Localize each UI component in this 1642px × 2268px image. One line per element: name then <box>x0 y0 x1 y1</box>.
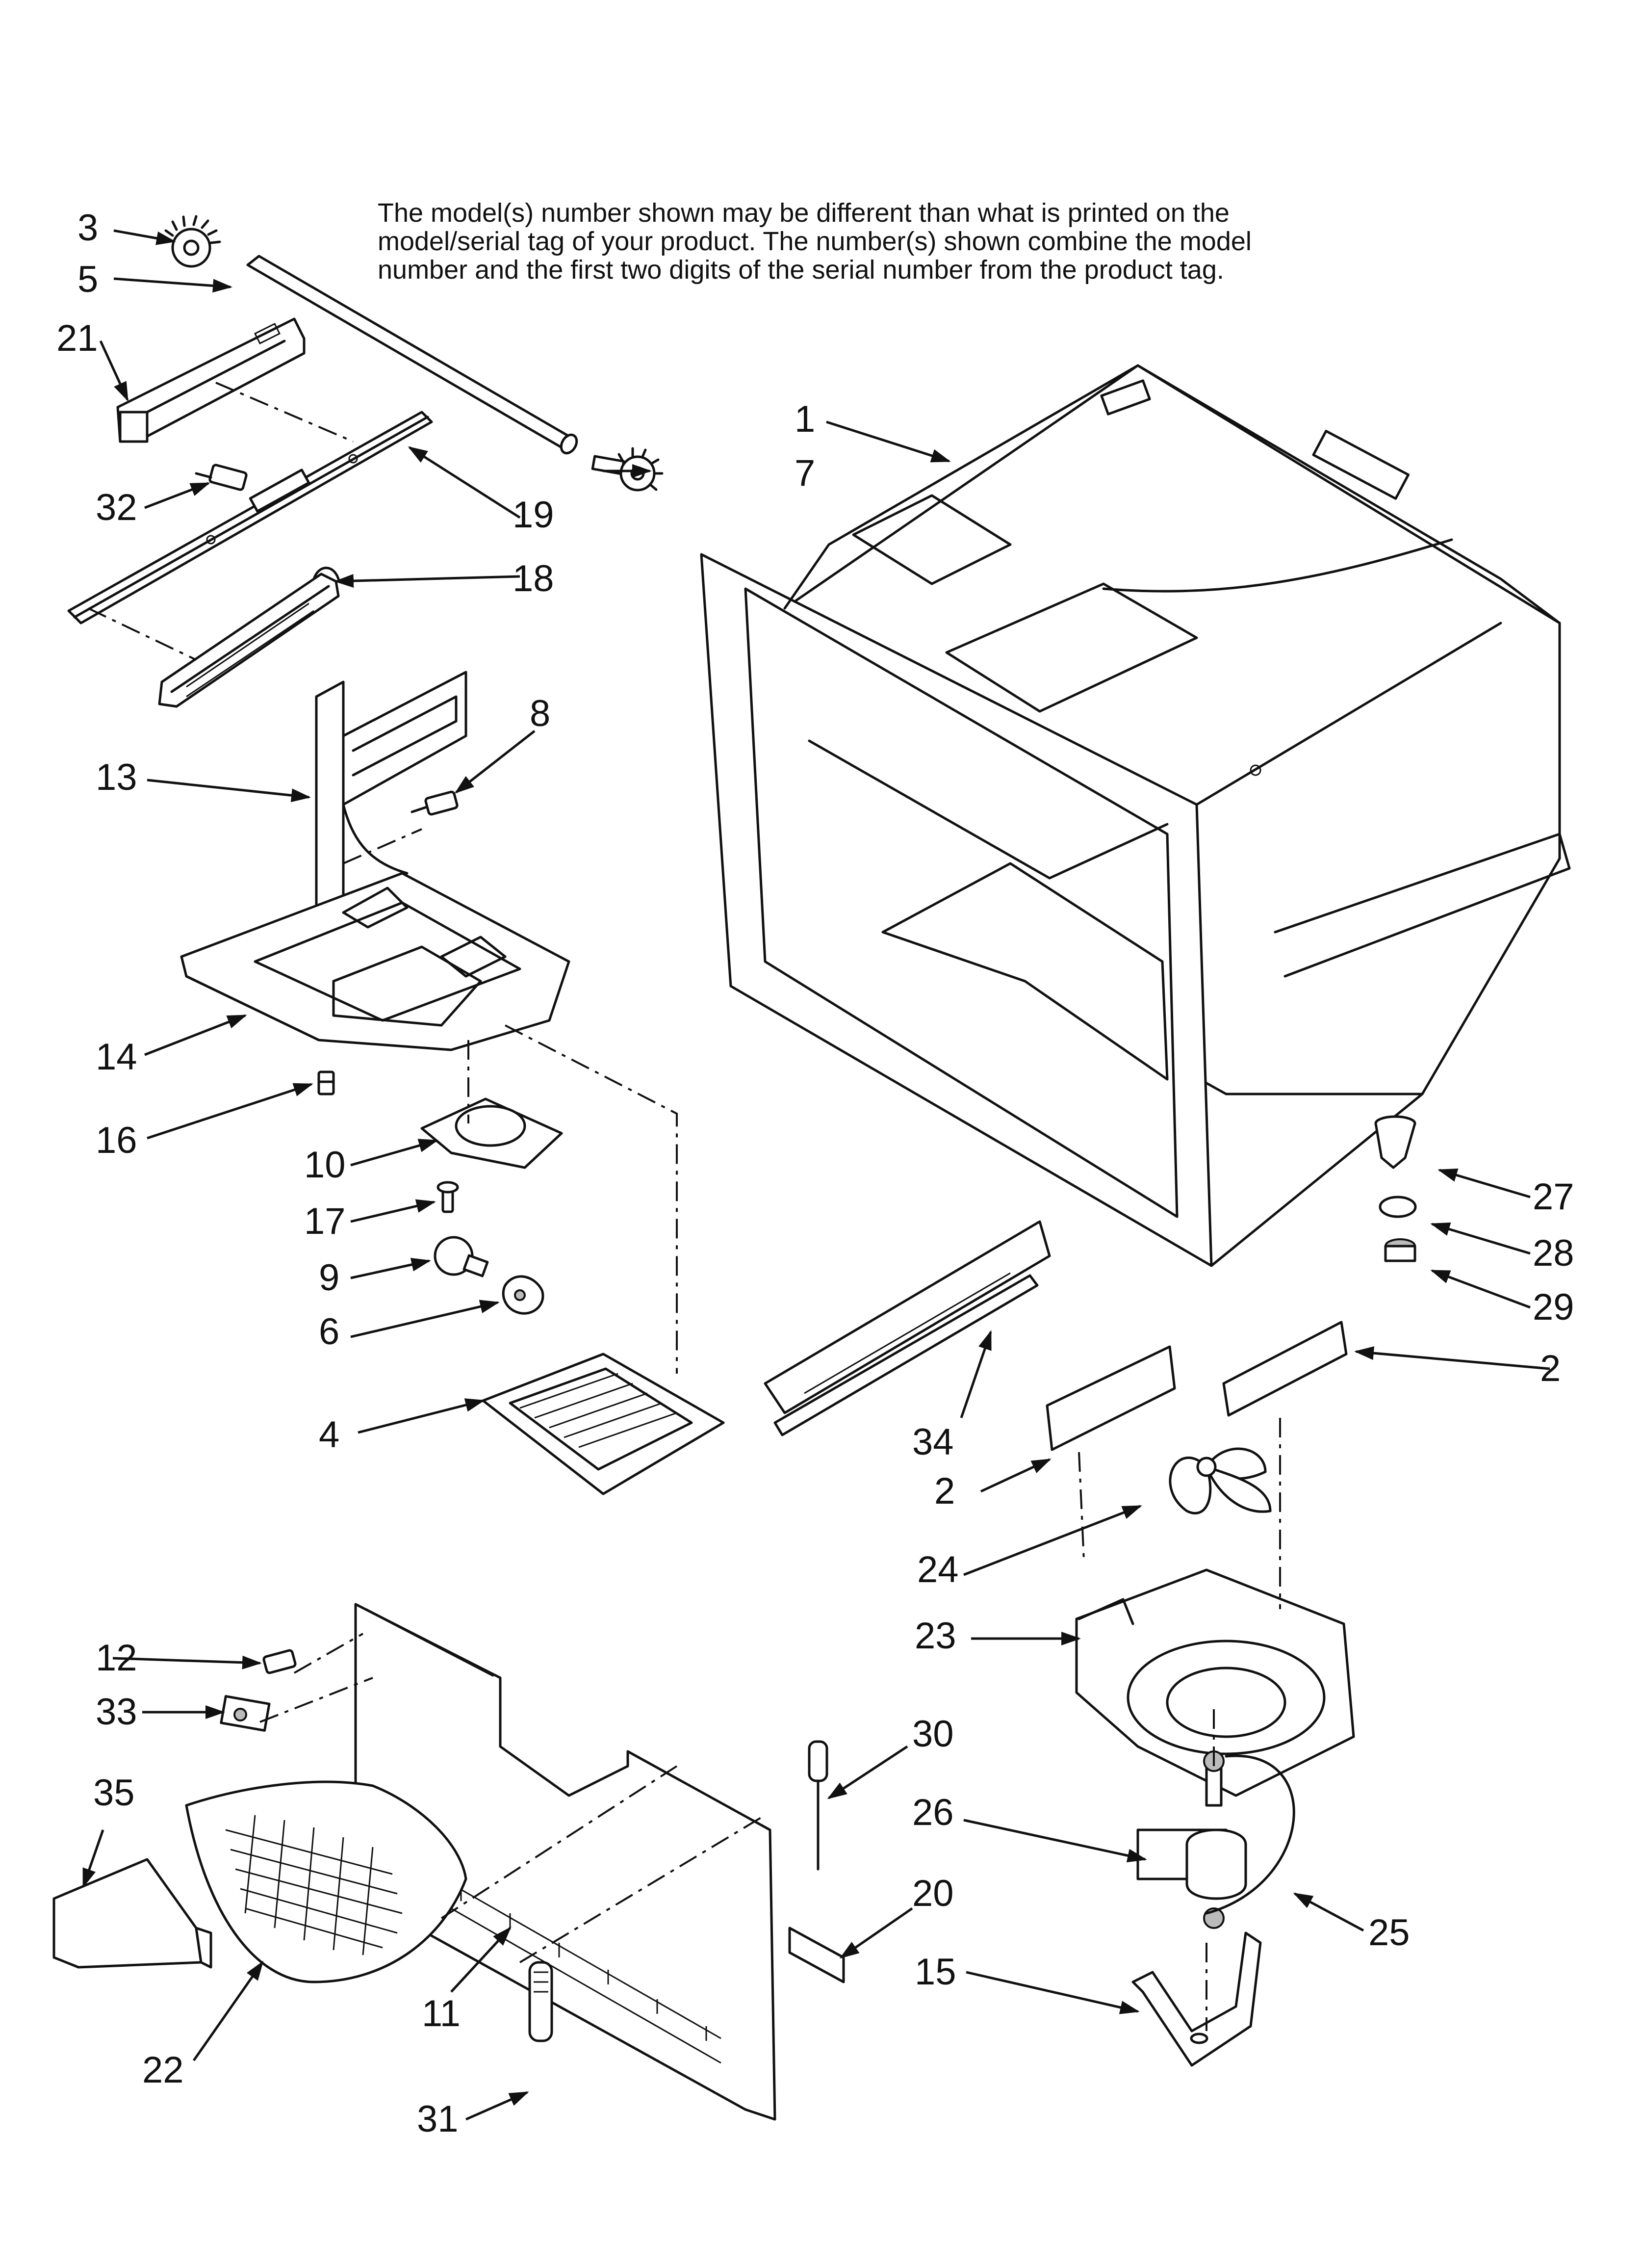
part-5-rod <box>246 255 578 455</box>
callout-13: 13 <box>96 756 137 798</box>
callout-8: 8 <box>530 693 550 734</box>
callout-20: 20 <box>912 1873 954 1914</box>
part-4-tray <box>482 1353 725 1495</box>
callout-29: 29 <box>1533 1286 1574 1328</box>
callout-4: 4 <box>319 1414 339 1456</box>
callout-14: 14 <box>96 1036 137 1078</box>
callout-6: 6 <box>319 1311 339 1353</box>
callout-2-right: 2 <box>1540 1348 1561 1389</box>
callout-11: 11 <box>422 1993 461 2034</box>
part-13-bracket <box>315 671 467 936</box>
part-34-guide <box>764 1220 1051 1436</box>
callout-27: 27 <box>1533 1176 1574 1218</box>
part-15-bracket <box>1131 1931 1262 2067</box>
callout-35: 35 <box>93 1772 135 1814</box>
callout-28: 28 <box>1533 1232 1574 1274</box>
callout-22: 22 <box>142 2049 184 2091</box>
part-29-plug <box>1384 1238 1416 1262</box>
callout-32: 32 <box>96 487 137 528</box>
part-20-block <box>788 1927 845 1983</box>
part-18-slide-channel <box>158 567 340 708</box>
callout-33: 33 <box>96 1691 137 1733</box>
part-32-screw <box>195 464 248 491</box>
part-14-housing <box>180 872 570 1051</box>
part-17-screw <box>436 1181 459 1213</box>
part-9-bulb <box>434 1236 489 1277</box>
part-21-slide-cover <box>116 317 306 443</box>
note-line-1: The model(s) number shown may be differe… <box>378 198 1230 228</box>
part-35-cover <box>52 1858 212 1969</box>
callout-24: 24 <box>917 1549 959 1590</box>
part-19-slide-rail <box>67 411 433 625</box>
callout-30: 30 <box>912 1713 954 1755</box>
part-30-thermistor <box>808 1740 828 1871</box>
part-16-clip <box>317 1070 335 1095</box>
callout-9: 9 <box>319 1257 339 1299</box>
part-31-sensor <box>528 1961 553 2042</box>
part-1-freezer-liner <box>700 364 1571 1267</box>
callout-1: 1 <box>795 398 815 440</box>
callout-12: 12 <box>96 1637 137 1679</box>
callout-7: 7 <box>795 452 815 494</box>
callout-2-left: 2 <box>934 1470 955 1512</box>
part-6-socket <box>502 1275 544 1315</box>
callout-5: 5 <box>77 259 98 300</box>
callout-2-extra: 2 <box>934 1470 955 1512</box>
assembly-lines <box>88 382 1281 2031</box>
part-27-cap <box>1374 1115 1416 1169</box>
callout-labels: 1 2 2 2 3 4 5 6 7 8 9 10 11 12 13 14 15 … <box>56 207 1574 2140</box>
note-line-2: model/serial tag of your product. The nu… <box>378 227 1252 256</box>
callout-31: 31 <box>417 2098 459 2140</box>
callout-17: 17 <box>304 1200 346 1242</box>
part-12-screw <box>262 1649 297 1674</box>
part-26-motor <box>1136 1750 1247 1929</box>
part-10-cover <box>420 1097 563 1169</box>
part-33-damper <box>220 1695 271 1732</box>
part-7-gear <box>591 447 664 492</box>
callout-34: 34 <box>912 1421 954 1463</box>
part-23-fan-housing <box>1075 1568 1355 1797</box>
callout-10: 10 <box>304 1144 346 1186</box>
part-22-grille <box>185 1780 467 1983</box>
model-number-note: The model(s) number shown may be differe… <box>378 199 1457 284</box>
callout-25: 25 <box>1368 1912 1410 1954</box>
callout-21: 21 <box>56 317 98 359</box>
part-8-screw <box>410 790 459 816</box>
leader-arrows <box>82 229 1550 2121</box>
part-2-pad-right <box>1222 1321 1348 1417</box>
callout-18: 18 <box>513 558 554 600</box>
note-line-3: number and the first two digits of the s… <box>378 255 1224 285</box>
part-28-ring <box>1379 1196 1417 1218</box>
callout-16: 16 <box>96 1120 137 1161</box>
part-24-fan-blade <box>1169 1447 1272 1514</box>
callout-23: 23 <box>915 1615 956 1657</box>
callout-19: 19 <box>513 494 554 536</box>
callout-3: 3 <box>77 207 98 249</box>
part-25-harness <box>1205 1754 1295 1915</box>
callout-15: 15 <box>915 1951 956 1993</box>
callout-26: 26 <box>912 1792 954 1833</box>
part-2-pad-left <box>1046 1345 1176 1451</box>
